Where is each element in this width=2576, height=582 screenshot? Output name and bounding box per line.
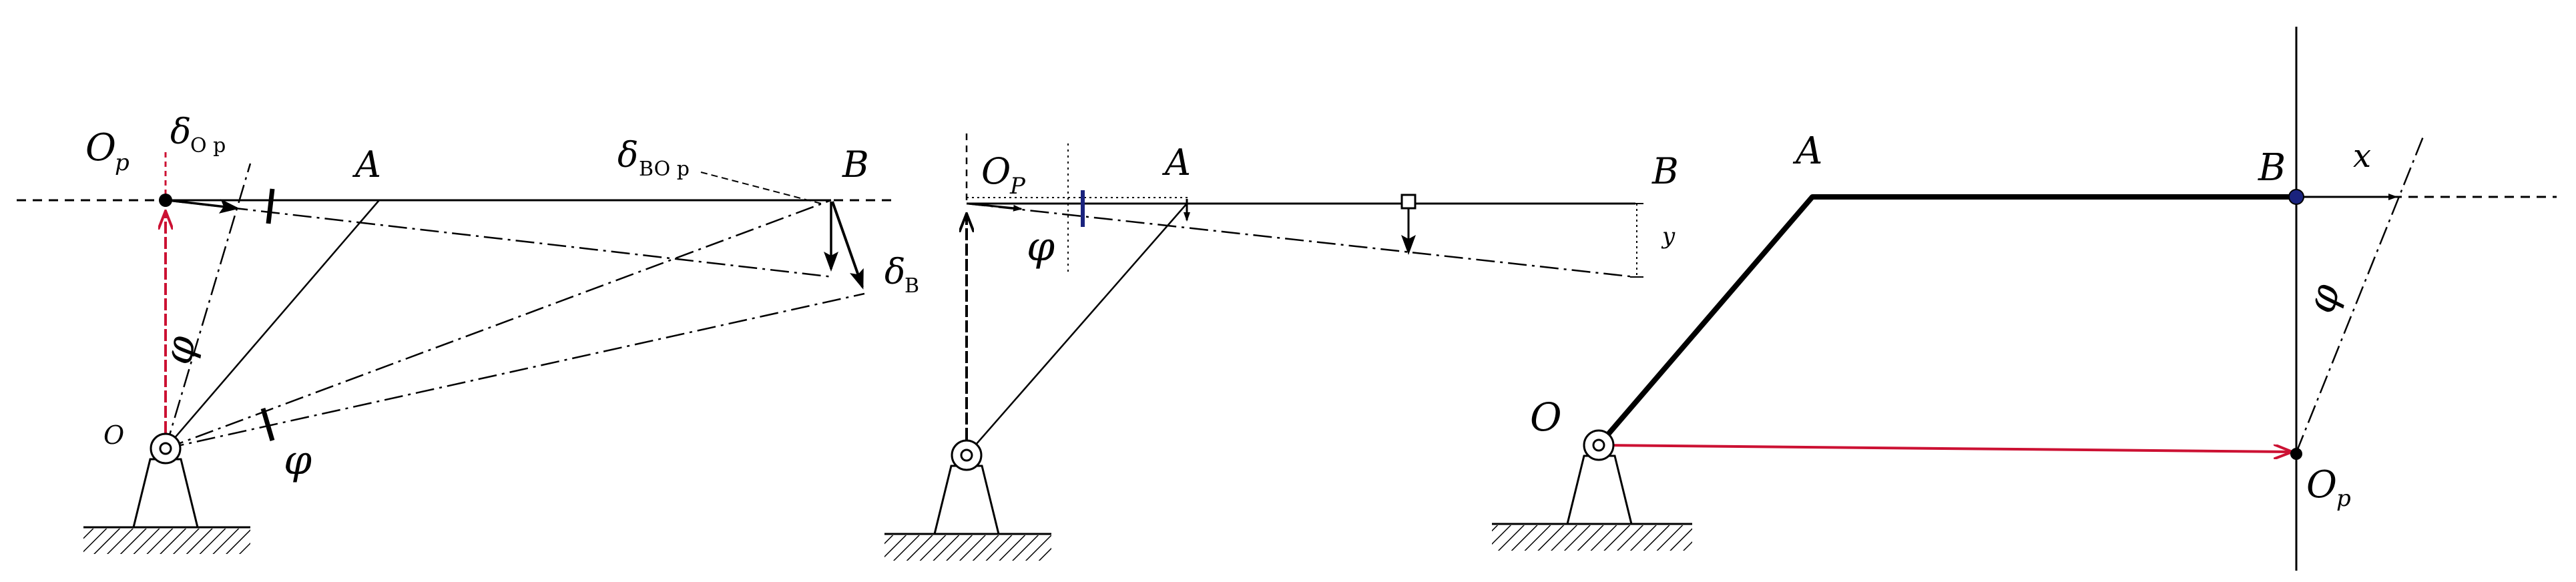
p3-ground-support — [1492, 429, 1692, 551]
p2-label-A: A — [1162, 141, 1191, 184]
p3-label-Op-sub: p — [2336, 485, 2351, 512]
p2-label-OP-sub: P — [1009, 173, 1026, 200]
p3-label-O: O — [1530, 394, 1562, 440]
p2-link-OA — [966, 203, 1188, 456]
p1-label-delta-BOp: δ — [617, 135, 638, 176]
p3-label-A: A — [1792, 129, 1822, 173]
p3-label-x: x — [2353, 137, 2371, 175]
p1-label-B: B — [842, 143, 869, 186]
panel-1: O p δ O p A δ BO p B δ B φ φ O — [17, 112, 919, 554]
p1-tick-lower — [260, 408, 275, 441]
p2-rotated-line — [966, 202, 1636, 278]
p1-label-phi-upper: φ — [154, 332, 205, 368]
p1-point-Op — [159, 194, 172, 207]
p3-point-B — [2288, 189, 2304, 205]
p1-label-O: O — [103, 420, 124, 450]
p3-label-B: B — [2258, 146, 2286, 190]
p1-label-delta-B-sub: B — [905, 274, 919, 298]
p1-leader-BOp — [700, 172, 822, 204]
p1-label-delta-Op: δ — [170, 112, 191, 152]
p1-rotated-line-upper — [165, 199, 834, 278]
panel-2: O P A B φ y — [884, 133, 1679, 561]
p3-link-OAB — [1596, 194, 2296, 447]
p1-label-Op-sub: p — [115, 150, 130, 176]
p1-label-delta-Op-sub: O p — [190, 134, 226, 158]
p2-label-OP: O — [981, 150, 1011, 192]
p3-label-phi: φ — [2298, 279, 2350, 318]
p2-label-y: y — [1661, 223, 1676, 250]
p1-ray-O-upper — [164, 163, 252, 449]
p3-red-vector-O-Op — [1598, 444, 2291, 452]
p2-ground-support — [884, 439, 1051, 561]
p3-phi-line — [2295, 133, 2426, 453]
p2-square-marker — [1400, 194, 1416, 210]
p1-ray-O-to-deltaB — [165, 292, 865, 450]
p2-label-B: B — [1651, 150, 1679, 192]
p2-label-phi: φ — [1027, 224, 1055, 270]
p1-label-delta-BOp-sub: BO p — [639, 158, 690, 181]
p1-ray-O-to-B — [165, 199, 832, 450]
p1-delta-Op-arrow — [168, 199, 240, 214]
p1-delta-B-arrow — [831, 201, 864, 290]
p2-arrow-near-Op — [967, 202, 1023, 212]
p1-label-delta-B: δ — [884, 252, 905, 292]
p1-tick-upper — [266, 188, 275, 224]
p1-label-Op: O — [85, 126, 116, 170]
p3-label-Op: O — [2306, 463, 2337, 507]
p1-ground-support — [83, 432, 250, 554]
p1-label-A: A — [352, 143, 381, 186]
p1-link-OA — [165, 200, 380, 449]
panel-3: A B x φ O O p — [1492, 27, 2557, 571]
p1-label-phi-lower: φ — [284, 437, 312, 484]
p3-point-Op — [2290, 448, 2302, 460]
